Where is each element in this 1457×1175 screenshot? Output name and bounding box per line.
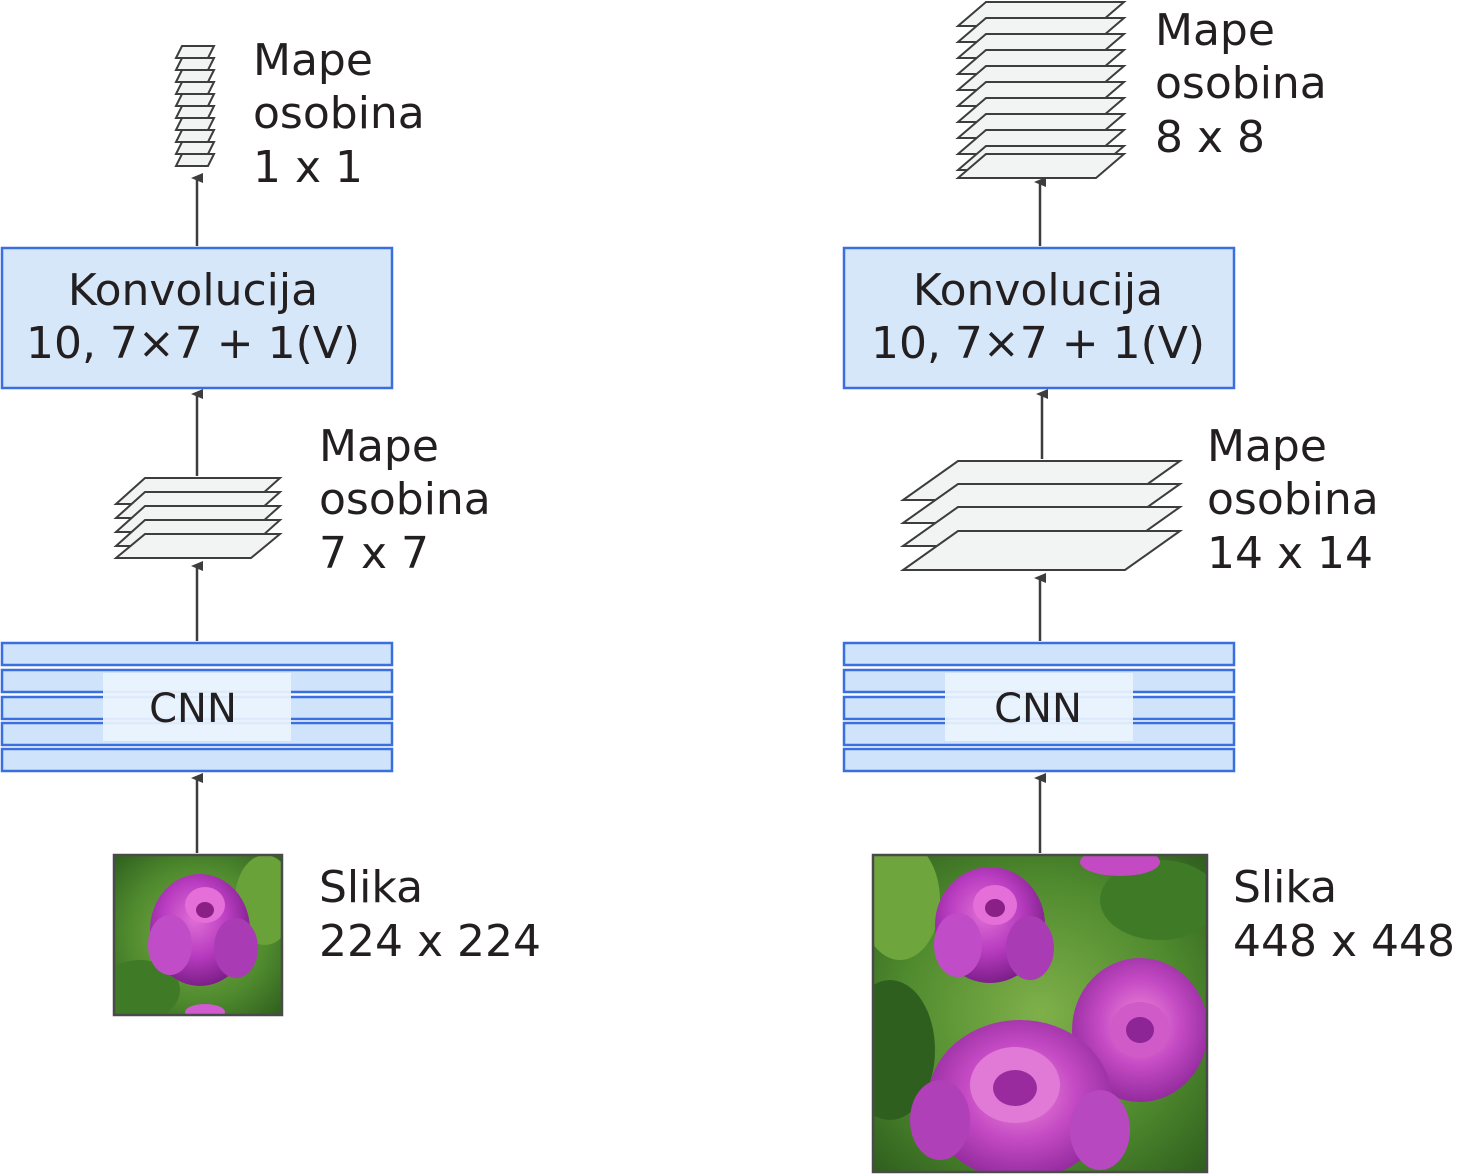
right-mid-maps-line2: osobina xyxy=(1207,474,1379,525)
left-column: Mape osobina 1 x 1 Konvolucija 10, 7×7 +… xyxy=(0,35,541,1017)
left-image-line2: 224 x 224 xyxy=(319,916,541,967)
right-conv-line2: 10, 7×7 + 1(V) xyxy=(871,318,1205,369)
right-mid-maps-stack xyxy=(899,460,1184,571)
right-output-maps-line2: osobina xyxy=(1155,58,1327,109)
right-cnn-label-bg xyxy=(945,673,1133,741)
left-output-maps-stack xyxy=(174,45,216,167)
left-input-image-frame xyxy=(112,853,284,1017)
right-image-line1: Slika xyxy=(1233,862,1337,913)
right-input-image xyxy=(873,855,1207,1172)
left-conv-line1: Konvolucija xyxy=(68,265,318,316)
right-image-line2: 448 x 448 xyxy=(1233,916,1455,967)
left-cnn-block xyxy=(0,641,394,773)
right-mid-maps-line1: Mape xyxy=(1207,421,1327,472)
left-cnn-label: CNN xyxy=(149,686,237,732)
left-cnn-label-bg xyxy=(103,673,291,741)
right-cnn-label: CNN xyxy=(994,686,1082,732)
right-conv-line1: Konvolucija xyxy=(913,265,1163,316)
right-input-image-frame xyxy=(871,853,1209,1174)
right-output-maps-stack xyxy=(955,0,1127,179)
left-image-line1: Slika xyxy=(319,862,423,913)
right-mid-maps-line3: 14 x 14 xyxy=(1207,528,1373,579)
right-cnn-block xyxy=(842,641,1236,773)
left-output-maps-line1: Mape xyxy=(253,35,373,86)
right-conv-box xyxy=(842,246,1236,390)
right-column: Mape osobina 8 x 8 Konvolucija 10, 7×7 +… xyxy=(842,0,1455,1174)
left-output-maps-line3: 1 x 1 xyxy=(253,142,363,193)
right-output-maps-line3: 8 x 8 xyxy=(1155,112,1265,163)
left-output-maps-line2: osobina xyxy=(253,88,425,139)
left-conv-box xyxy=(0,246,394,390)
left-mid-maps-line2: osobina xyxy=(319,474,491,525)
right-output-maps-line1: Mape xyxy=(1155,5,1275,56)
left-mid-maps-stack xyxy=(113,477,283,559)
left-conv-line2: 10, 7×7 + 1(V) xyxy=(26,318,360,369)
left-input-image xyxy=(114,855,282,1015)
left-mid-maps-line1: Mape xyxy=(319,421,439,472)
left-mid-maps-line3: 7 x 7 xyxy=(319,528,429,579)
